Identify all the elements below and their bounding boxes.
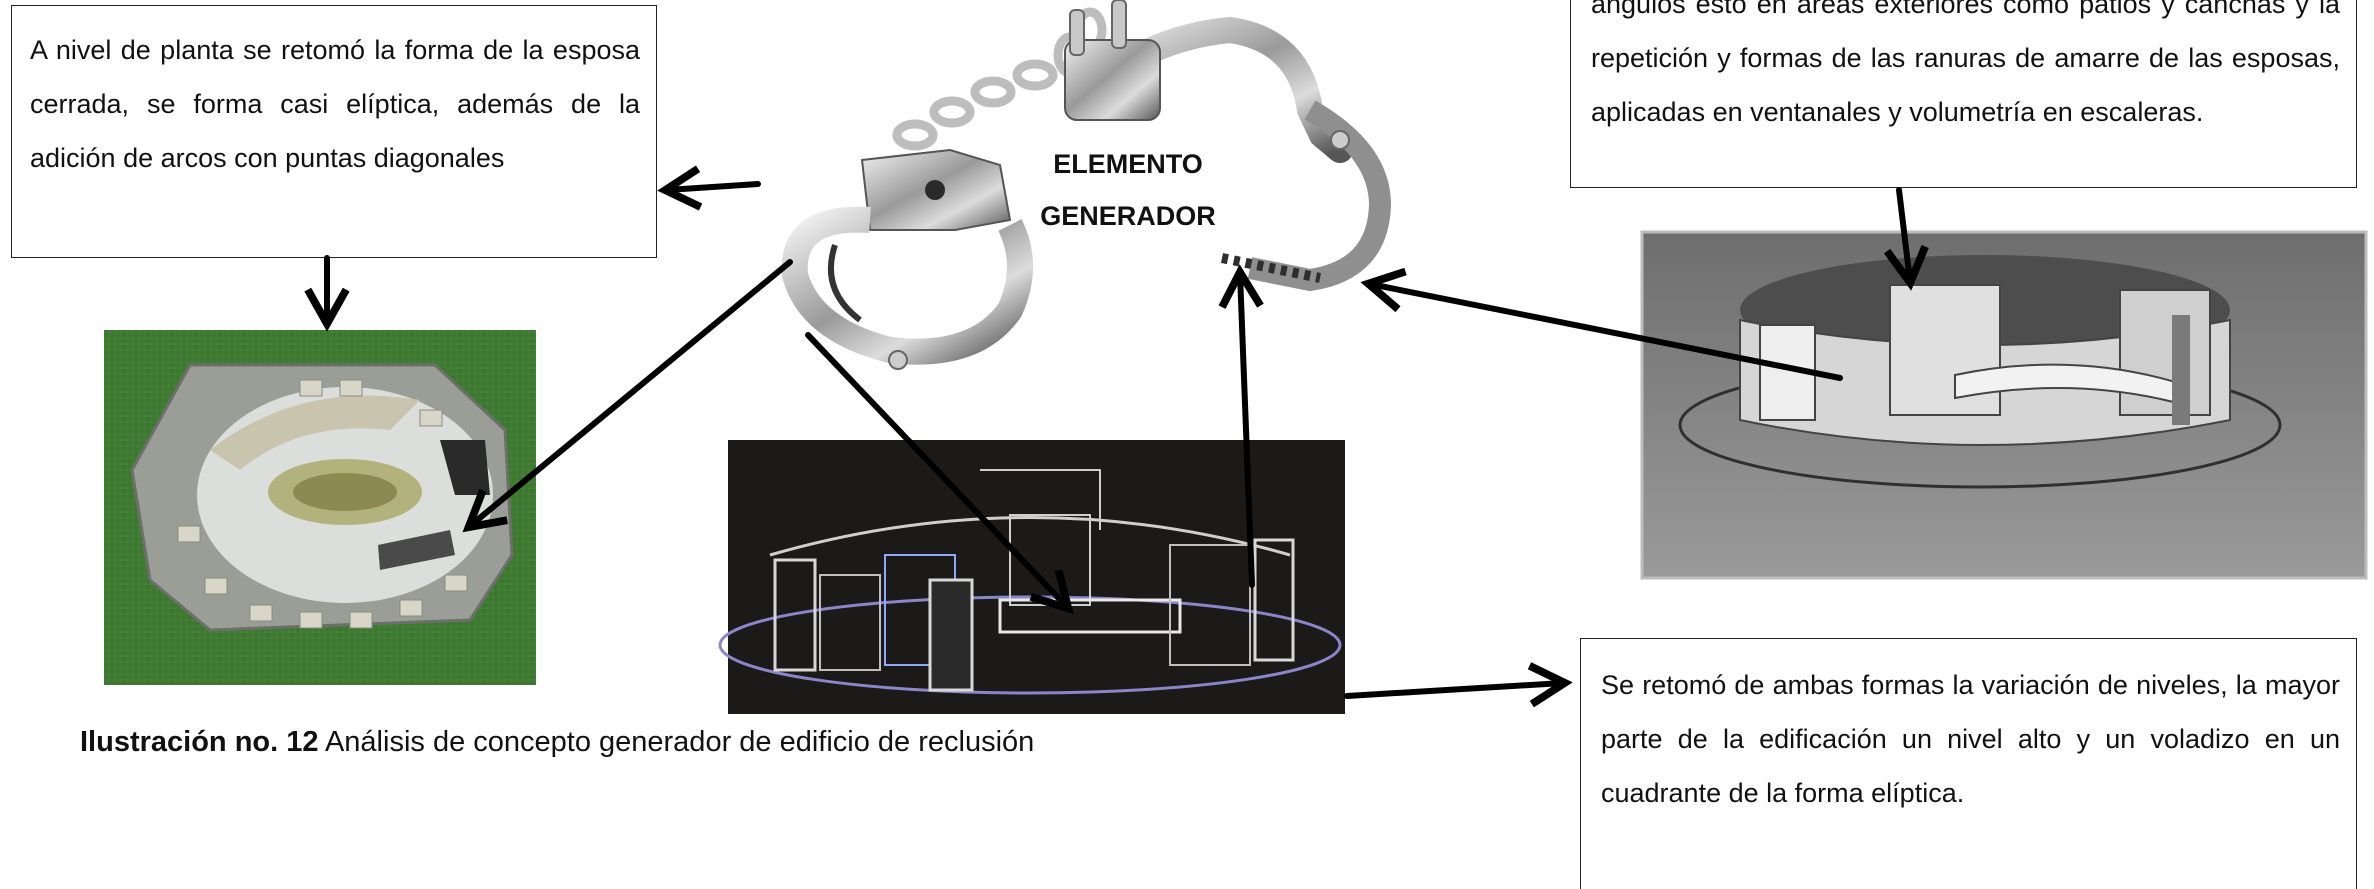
generator-label-line1: ELEMENTO (1053, 149, 1203, 179)
arrow-generator-to-plan-text (657, 165, 761, 211)
handcuffs-image (781, 0, 1392, 370)
arrow-cuff-to-floor-plan (462, 259, 793, 533)
floor-plan-image (104, 330, 536, 685)
arrow-edge-building-to-cuff (1218, 264, 1264, 588)
description-box-exterior: ángulos esto en áreas exteriores como pa… (1570, 0, 2357, 188)
arrow-cuff-to-edge-building (805, 332, 1074, 615)
description-levels-text: Se retomó de ambas formas la variación d… (1601, 670, 2340, 808)
generator-label: ELEMENTO GENERADOR (1028, 138, 1228, 242)
arrow-edge-building-to-levels-text (1344, 662, 1573, 708)
description-exterior-text: ángulos esto en áreas exteriores como pa… (1591, 0, 2340, 127)
caption-label: Ilustración no. 12 (80, 726, 319, 758)
arrow-render-to-cuff (1360, 267, 1843, 381)
building-render-image (1640, 230, 2368, 580)
description-box-levels: Se retomó de ambas formas la variación d… (1580, 638, 2357, 889)
figure-caption: Ilustración no. 12 Análisis de concepto … (80, 726, 1034, 759)
description-box-plan: A nivel de planta se retomó la forma de … (11, 5, 657, 258)
description-plan-text: A nivel de planta se retomó la forma de … (30, 35, 640, 173)
caption-text: Análisis de concepto generador de edific… (318, 726, 1035, 758)
arrow-text-to-render (1883, 187, 1929, 291)
generator-label-line2: GENERADOR (1040, 201, 1216, 231)
building-edge-image (718, 440, 1345, 714)
